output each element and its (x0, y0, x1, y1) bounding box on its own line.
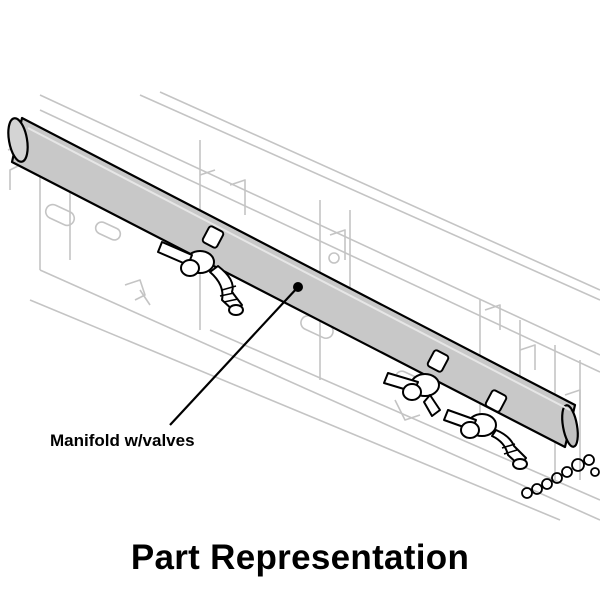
valve-left (157, 225, 244, 316)
chain (521, 454, 600, 499)
part-caption: Part Representation (130, 538, 470, 577)
callout-leader-line (169, 286, 299, 426)
valve-middle (383, 349, 450, 417)
valve-right (443, 389, 528, 470)
callout-label: Manifold w/valves (50, 431, 195, 450)
callout: Manifold w/valves (50, 282, 303, 450)
callout-dot (293, 282, 303, 292)
